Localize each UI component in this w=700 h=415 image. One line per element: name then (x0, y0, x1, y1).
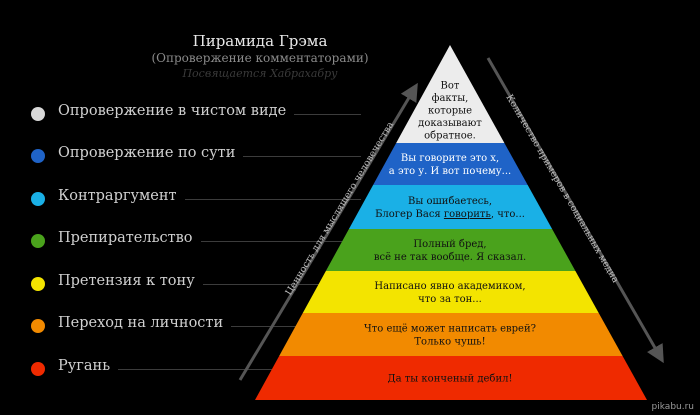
legend-item: Ругань (31, 358, 361, 380)
pyramid-level-band (348, 185, 553, 229)
legend-label: Переход на личности (58, 315, 224, 331)
legend-underline (184, 199, 361, 200)
pyramid-level-text: Вы ошибаетесь, (408, 196, 492, 207)
pyramid-level-text: обратное. (424, 131, 476, 142)
pyramid-level: Вы ошибаетесь, Блогер Вася говорить, что.… (348, 185, 553, 229)
legend-underline (118, 369, 361, 370)
legend-underline (200, 241, 361, 242)
legend-label: Контраргумент (58, 188, 177, 204)
page-title: Пирамида Грэма (192, 32, 328, 50)
legend-label: Опровержение в чистом виде (58, 103, 287, 119)
pyramid-level-band (279, 313, 623, 356)
legend-label: Ругань (58, 358, 111, 374)
pyramid-level-text: Вот (441, 81, 460, 92)
legend-color-dot (31, 192, 45, 206)
pyramid-level-text: Полный бред, (413, 239, 486, 250)
site-credit: pikabu.ru (651, 402, 694, 412)
pyramid-level-text: факты, (432, 93, 469, 104)
pyramid-level-text: а это у. И вот почему... (389, 166, 511, 177)
pyramid-level-text: Блогер Вася говорить, что... (375, 209, 525, 220)
legend-underline (243, 156, 361, 157)
pyramid-level: Написано явно академиком, что за тон... (302, 271, 599, 313)
pyramid-level-text: которые (428, 106, 472, 117)
pyramid-level-band (373, 143, 528, 185)
right-arrow (486, 57, 664, 364)
pyramid-level-text: что за тон... (418, 294, 482, 305)
pyramid-level: Да ты конченый дебил! (255, 356, 647, 400)
legend-color-dot (31, 319, 45, 333)
pyramid-level-text: Написано явно академиком, (374, 281, 525, 292)
pyramid-level: Что ещё может написать еврей? Только чушь… (279, 313, 623, 356)
pyramid-level-text: всё не так вообще. Я сказал. (374, 252, 526, 263)
legend-label: Препирательство (58, 230, 193, 246)
pyramid-level-band (325, 229, 576, 271)
legend-item: Опровержение в чистом виде (31, 103, 361, 125)
pyramid-level-text: Вы говорите это х, (401, 153, 499, 164)
legend-item: Опровержение по сути (31, 145, 361, 167)
pyramid-level-text: доказывают (418, 118, 482, 129)
left-arrow (238, 82, 418, 381)
legend-label: Претензия к тону (58, 273, 195, 289)
legend-item: Претензия к тону (31, 273, 361, 295)
pyramid-level-band (396, 45, 505, 143)
legend-color-dot (31, 149, 45, 163)
pyramid-level: Вы говорите это х, а это у. И вот почему.… (373, 143, 528, 185)
legend-label: Опровержение по сути (58, 145, 236, 161)
pyramid-level-band (255, 356, 647, 400)
pyramid-level: Полный бред, всё не так вообще. Я сказал. (325, 229, 576, 271)
page-dedication: Посвящается Хабрахабру (182, 67, 338, 80)
legend-item: Препирательство (31, 230, 361, 252)
legend-underline (202, 284, 361, 285)
legend-item: Контраргумент (31, 188, 361, 210)
legend-color-dot (31, 362, 45, 376)
legend-color-dot (31, 107, 45, 121)
legend-color-dot (31, 234, 45, 248)
pyramid-level-band (302, 271, 599, 313)
pyramid-level-text: Только чушь! (414, 337, 485, 348)
pyramid-level-text: Да ты конченый дебил! (387, 374, 512, 385)
page-subtitle: (Опровержение комментаторами) (151, 51, 369, 65)
legend-underline (294, 114, 361, 115)
legend-color-dot (31, 277, 45, 291)
pyramid-level-text: Что ещё может написать еврей? (364, 324, 536, 335)
